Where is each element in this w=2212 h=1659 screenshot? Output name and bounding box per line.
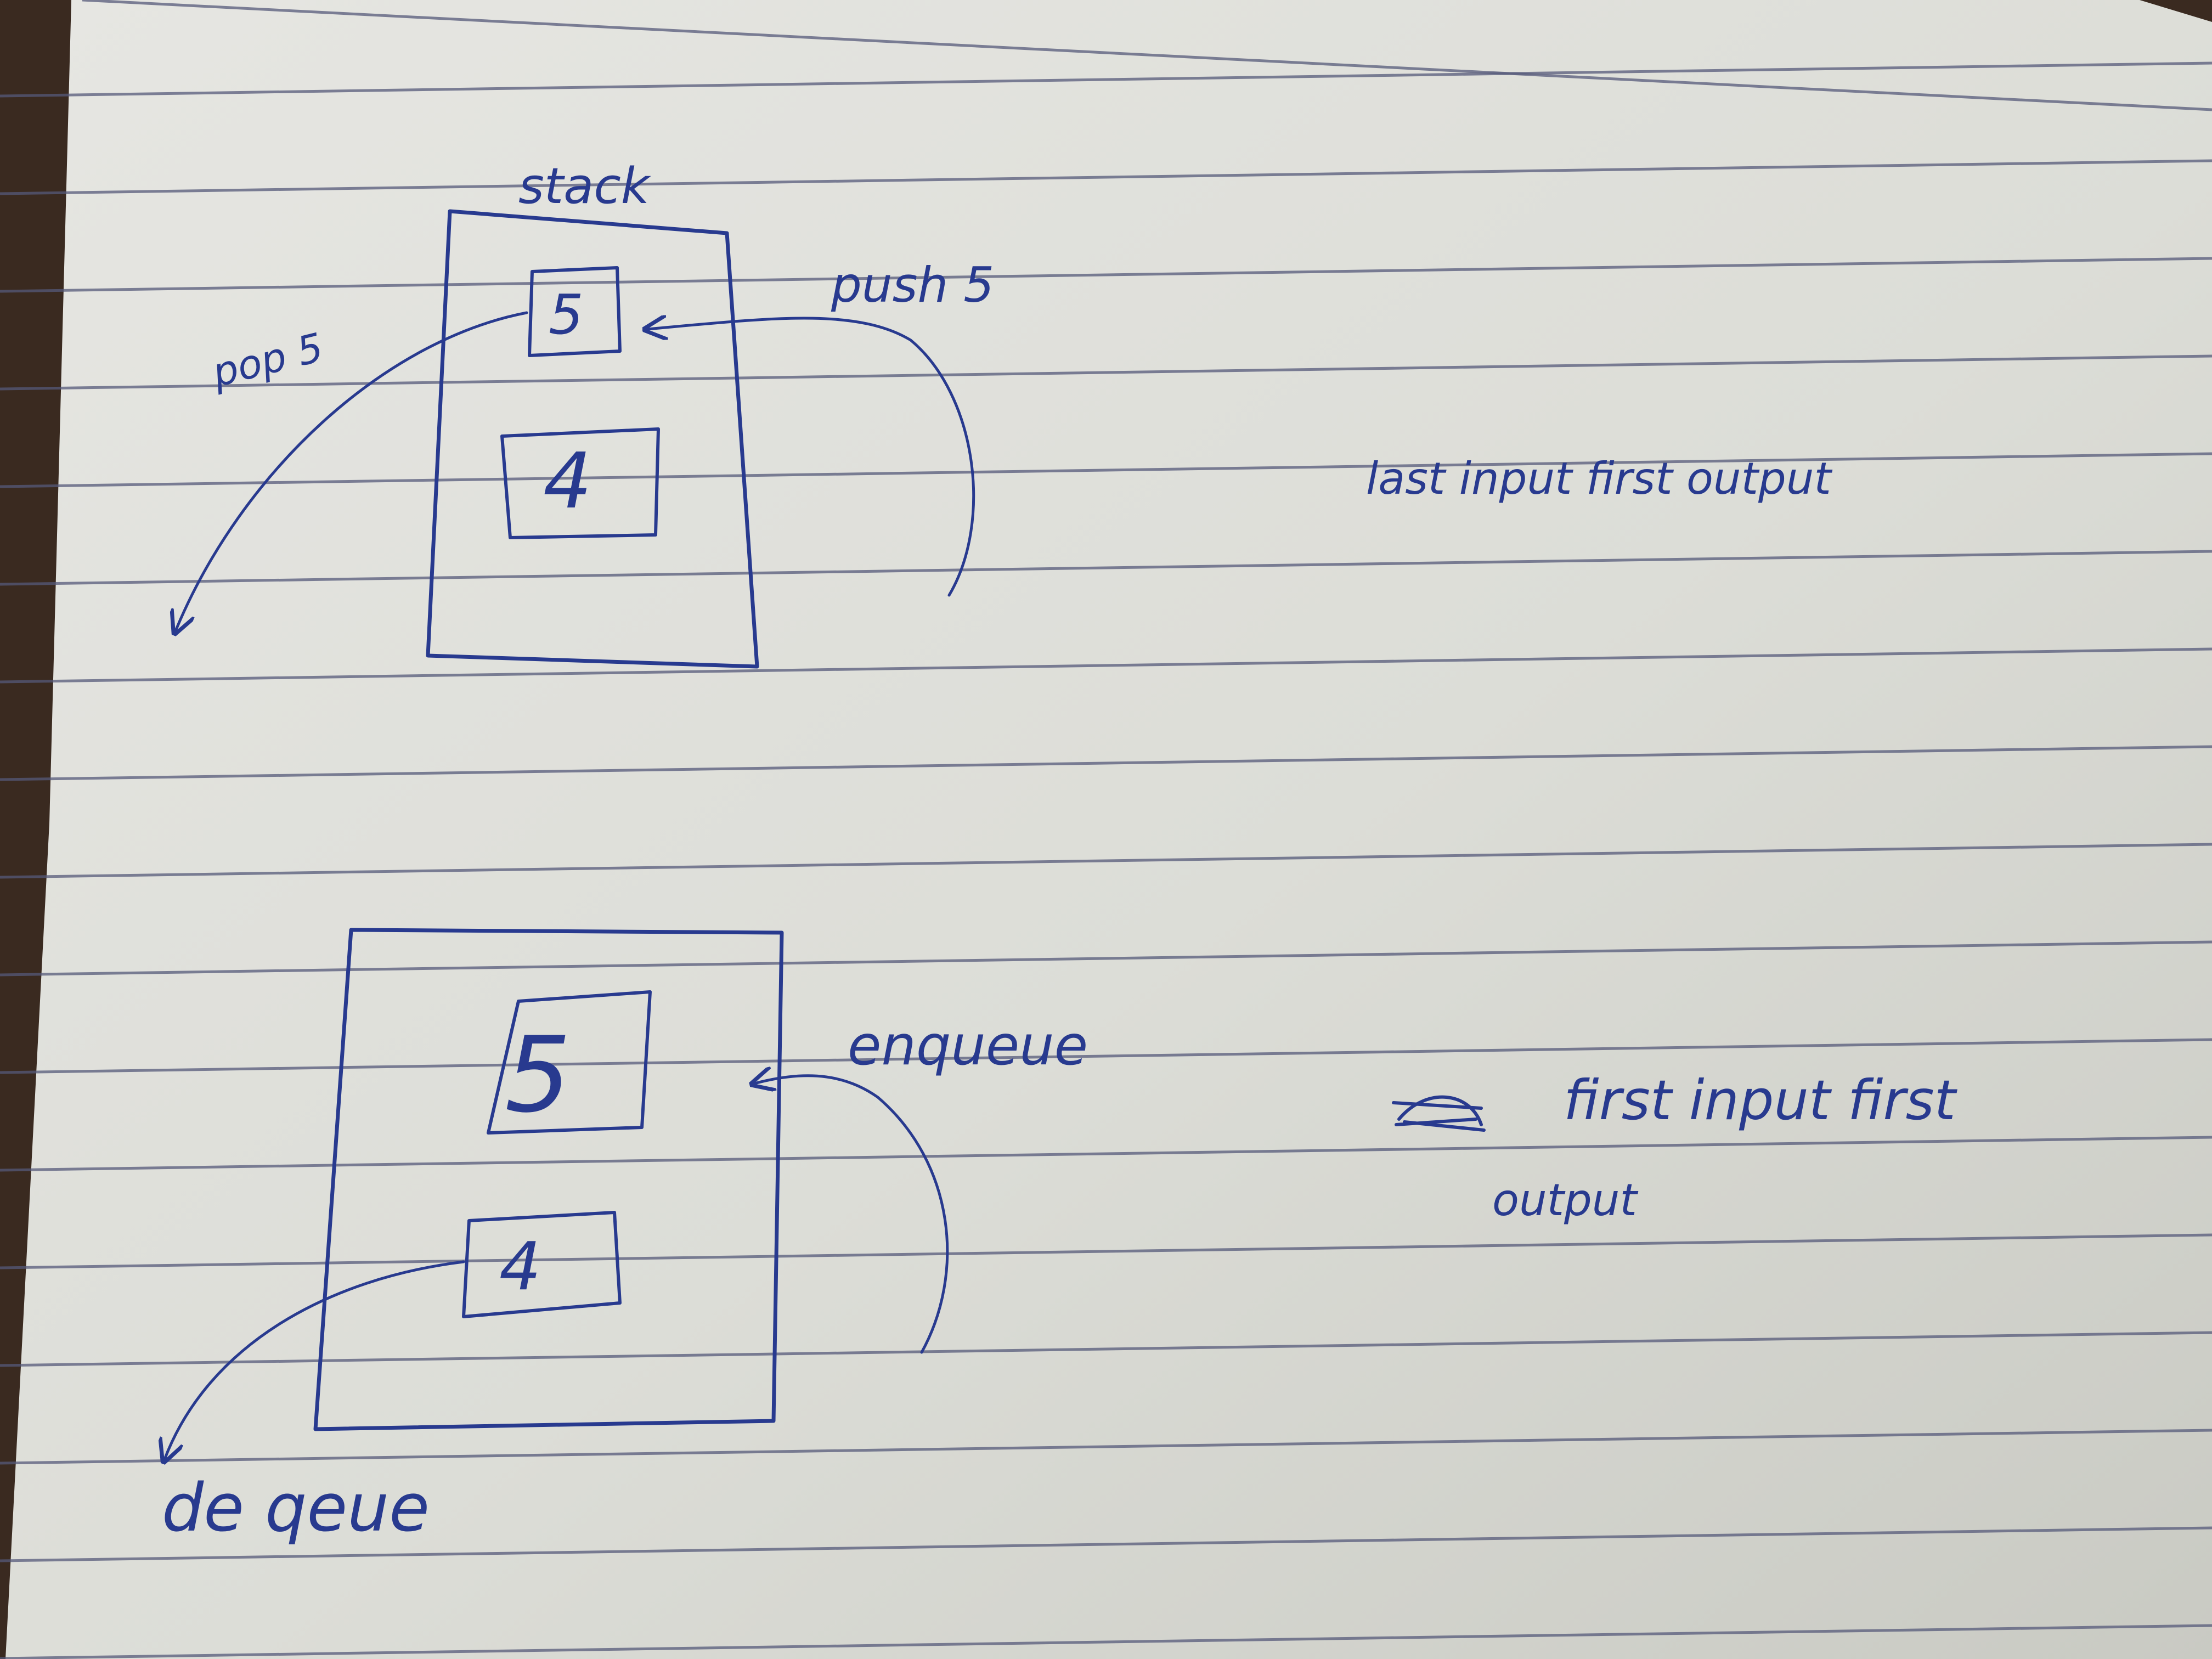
rule-line — [0, 1331, 2212, 1367]
queue-item-bottom: 4 — [499, 1229, 541, 1305]
stack-diagram — [176, 209, 975, 669]
rule-line — [0, 1136, 2212, 1172]
queue-item-box-bottom — [462, 1211, 622, 1318]
stack-item-top: 5 — [549, 283, 584, 347]
dequeue-arrow — [165, 1260, 465, 1459]
rule-line — [0, 1526, 2212, 1562]
stack-container — [426, 209, 759, 669]
stack-item-bottom: 4 — [543, 437, 592, 526]
queue-diagram — [165, 928, 1486, 1459]
queue-description-line2: output — [1492, 1175, 1639, 1226]
rule-line — [0, 452, 2212, 488]
enqueue-arrow — [754, 1076, 949, 1354]
stack-title: stack — [518, 157, 652, 215]
rule-line — [0, 940, 2212, 977]
scribble-mark — [1392, 1095, 1486, 1132]
rule-line — [0, 843, 2212, 879]
rule-line — [0, 1233, 2212, 1269]
queue-item-box-top — [487, 990, 652, 1135]
push-arrow — [647, 318, 975, 597]
queue-item-top: 5 — [505, 1014, 571, 1136]
rule-line — [0, 61, 2212, 98]
rule-line — [0, 1429, 2212, 1465]
stack-item-box-bottom — [500, 427, 660, 539]
queue-container — [313, 928, 784, 1431]
rule-line — [0, 550, 2212, 586]
stack-item-box-top — [528, 266, 622, 357]
notebook-paper — [5, 0, 2212, 1659]
rule-line — [82, 0, 2212, 111]
rule-line — [0, 745, 2212, 781]
rule-line — [0, 1624, 2212, 1659]
dequeue-label: de qeue — [162, 1470, 430, 1547]
rule-line — [0, 1038, 2212, 1074]
rule-line — [0, 159, 2212, 195]
rule-line — [0, 257, 2212, 293]
push-label: push 5 — [831, 257, 994, 313]
stack-description: last input first output — [1366, 453, 1832, 504]
rule-line — [0, 647, 2212, 684]
queue-description-line1: first input first — [1564, 1068, 1958, 1132]
enqueue-label: enqueue — [848, 1013, 1088, 1077]
pop-arrow — [176, 311, 528, 631]
